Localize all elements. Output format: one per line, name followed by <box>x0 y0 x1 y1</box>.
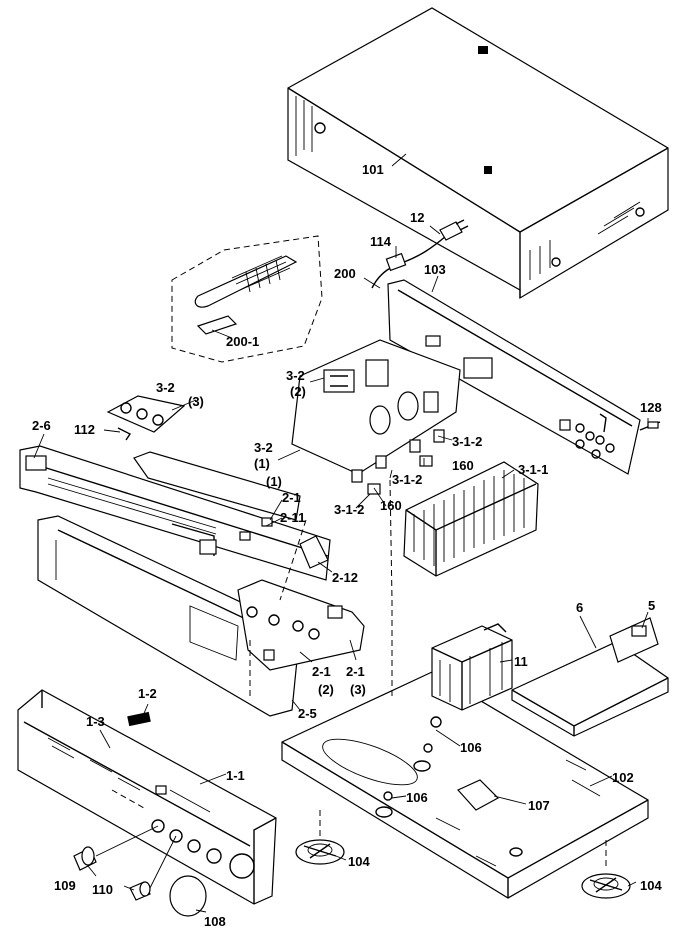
leader-lines <box>33 153 649 913</box>
label-3-2-1-suffix: (1) <box>254 456 270 471</box>
label-109: 109 <box>54 878 76 893</box>
label-200: 200 <box>334 266 356 281</box>
front-panel <box>17 689 277 905</box>
label-2-1-3-suffix: (3) <box>350 682 366 697</box>
assembly-lines <box>111 479 607 870</box>
label-104-a: 104 <box>348 854 370 869</box>
label-2-6: 2-6 <box>32 418 51 433</box>
label-3-1-1: 3-1-1 <box>518 462 548 477</box>
label-2-12: 2-12 <box>332 570 358 585</box>
label-2-1-2: 2-1 <box>312 664 331 679</box>
label-114: 114 <box>370 234 392 249</box>
label-3-1-2-b: 3-1-2 <box>392 472 422 487</box>
label-2-11: 2-11 <box>280 510 305 525</box>
label-3-2-2: 3-2 <box>286 368 305 383</box>
small-pcb-3-2-3 <box>106 395 186 441</box>
label-6: 6 <box>576 600 583 615</box>
label-5: 5 <box>648 598 655 613</box>
label-128: 128 <box>640 400 662 415</box>
remote-control <box>171 235 323 363</box>
label-110: 110 <box>92 882 113 897</box>
power-pcb <box>291 339 461 495</box>
label-108: 108 <box>204 914 226 929</box>
label-102: 102 <box>612 770 634 785</box>
label-3-1-2-c: 3-1-2 <box>334 502 364 517</box>
label-3-2-3-suffix: (3) <box>188 394 204 409</box>
label-1-3: 1-3 <box>86 714 105 729</box>
label-2-1-2-suffix: (2) <box>318 682 334 697</box>
label-103: 103 <box>424 262 446 277</box>
label-112: 112 <box>74 422 95 437</box>
label-160-a: 160 <box>452 458 474 473</box>
label-1-2: 1-2 <box>138 686 157 701</box>
transformer <box>431 623 513 711</box>
label-104-b: 104 <box>640 878 662 893</box>
part-labels: 101 12 114 200 103 200-1 3-2 (3) 3-2 (2)… <box>32 162 662 929</box>
label-106-a: 106 <box>460 740 482 755</box>
label-3-1-2-a: 3-1-2 <box>452 434 482 449</box>
label-106-b: 106 <box>406 790 428 805</box>
bottom-chassis <box>281 671 649 899</box>
label-200-1: 200-1 <box>226 334 259 349</box>
label-2-1-1: 2-1 <box>282 490 301 505</box>
label-3-2-2-suffix: (2) <box>290 384 306 399</box>
feet <box>295 839 631 899</box>
label-2-1-3: 2-1 <box>346 664 365 679</box>
label-12: 12 <box>410 210 424 225</box>
label-11: 11 <box>514 654 528 669</box>
board-6-part-5 <box>511 617 669 737</box>
power-cord <box>371 219 469 289</box>
front-frame <box>37 515 365 717</box>
label-2-5: 2-5 <box>298 706 317 721</box>
rear-panel <box>387 279 661 475</box>
label-107: 107 <box>528 798 550 813</box>
heat-sink <box>403 461 539 577</box>
label-3-2-1: 3-2 <box>254 440 273 455</box>
label-1-1: 1-1 <box>226 768 245 783</box>
front-pcb-assembly <box>19 445 331 581</box>
knobs <box>73 825 207 917</box>
top-cover <box>287 7 669 300</box>
label-2-1-1-suffix: (1) <box>266 474 282 489</box>
label-101: 101 <box>362 162 384 177</box>
label-3-2-3: 3-2 <box>156 380 175 395</box>
label-160-b: 160 <box>380 498 402 513</box>
